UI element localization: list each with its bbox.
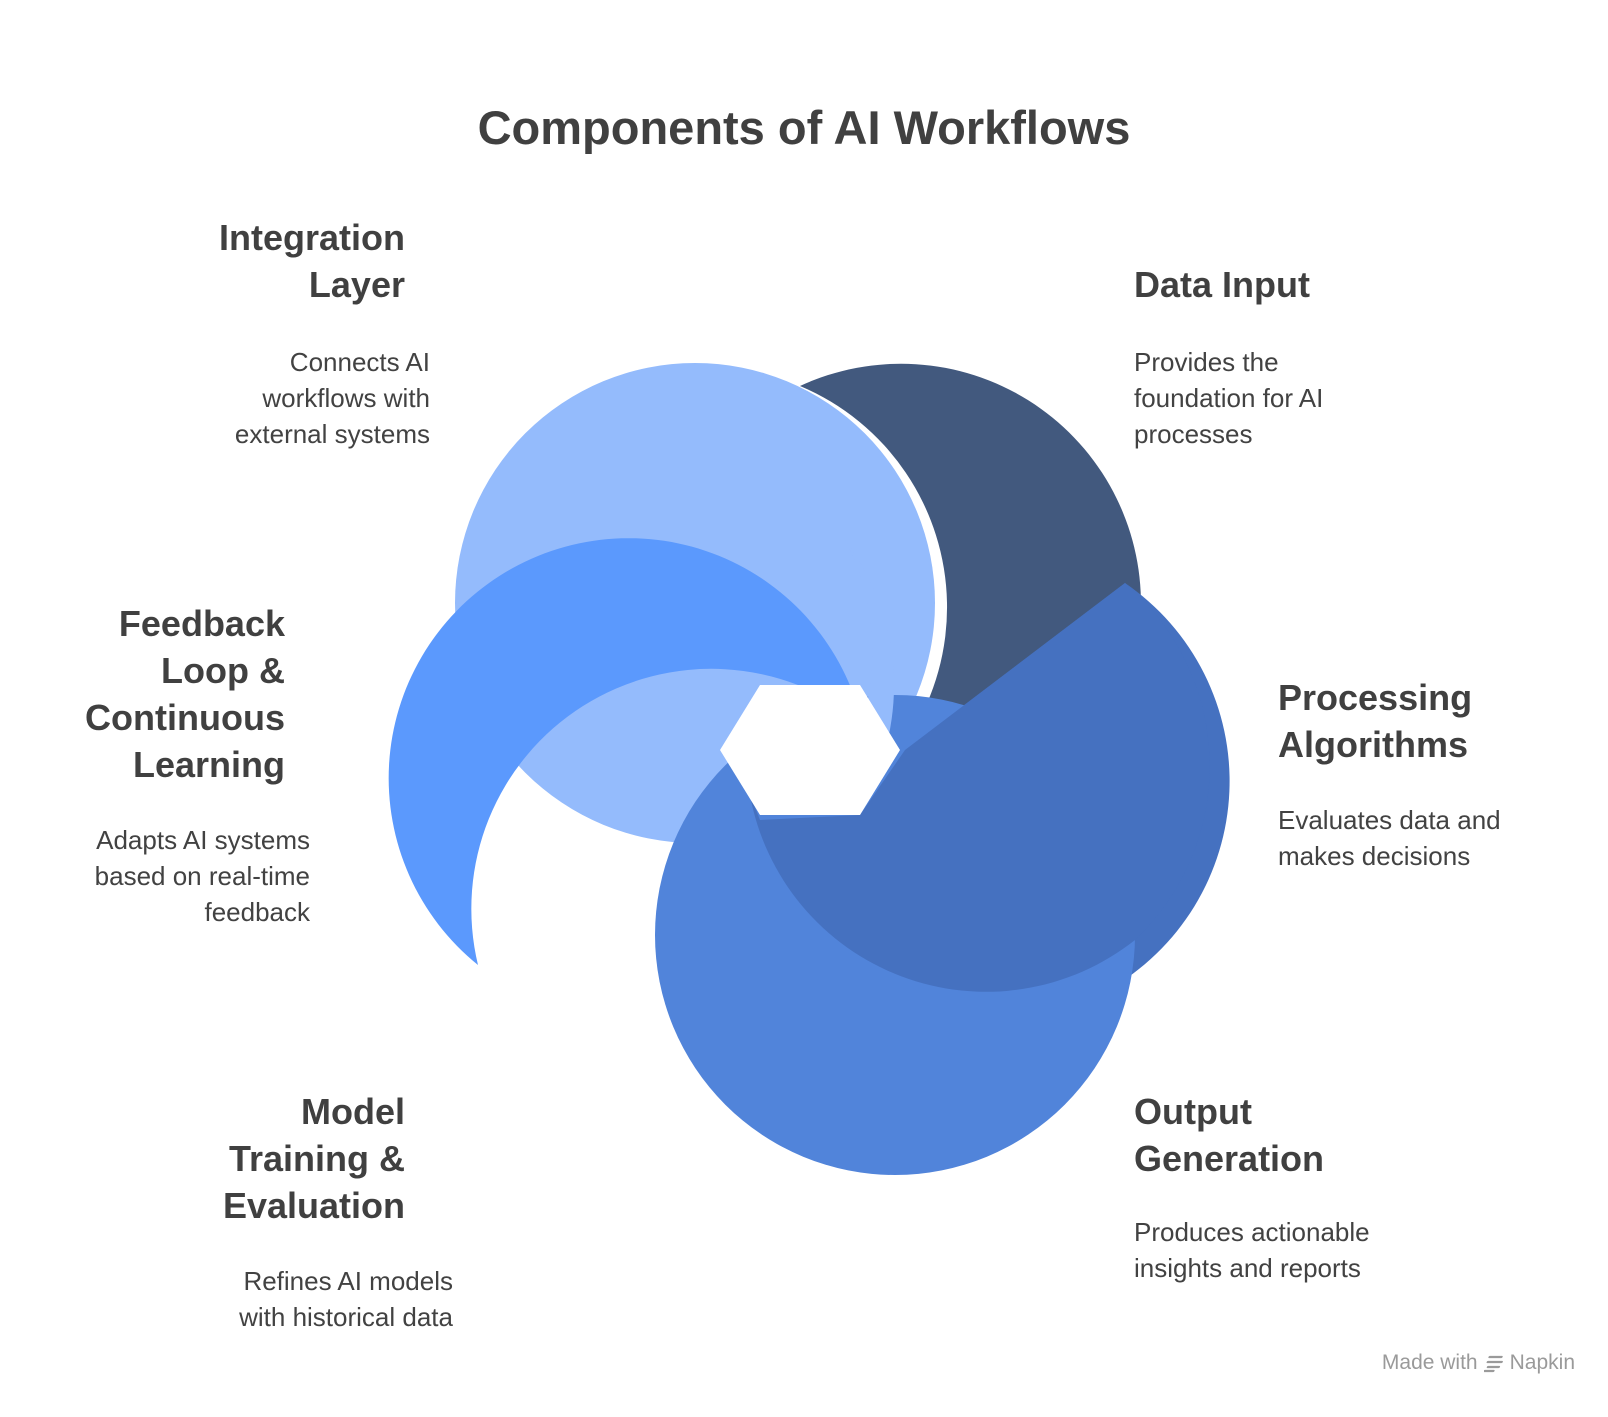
model-training-description: Refines AI models with historical data	[150, 1263, 453, 1335]
output-generation-block: Output Generation Produces actionable in…	[1134, 1088, 1464, 1286]
integration-desc-line: external systems	[234, 419, 430, 449]
data-input-description: Provides the foundation for AI processes	[1134, 344, 1384, 452]
model-heading-line: Model	[301, 1091, 405, 1132]
feedback-heading-line: Learning	[132, 744, 285, 785]
output-desc-line: Produces actionable	[1134, 1217, 1370, 1247]
processing-heading-line: Algorithms	[1278, 724, 1469, 765]
feedback-loop-description: Adapts AI systems based on real-time fee…	[40, 822, 310, 930]
petal-processing-overlap	[750, 583, 1210, 992]
napkin-watermark: Made with Napkin	[1382, 1351, 1575, 1375]
integration-layer-heading: Integration Layer	[150, 214, 405, 308]
processing-algorithms-description: Evaluates data and makes decisions	[1278, 802, 1578, 874]
processing-algorithms-block: Processing Algorithms Evaluates data and…	[1278, 674, 1578, 874]
feedback-loop-block: Feedback Loop & Continuous Learning Adap…	[40, 600, 310, 930]
data-input-desc-line: processes	[1134, 419, 1253, 449]
data-input-desc-line: Provides the	[1134, 347, 1279, 377]
feedback-heading-line: Continuous	[85, 697, 285, 738]
integration-heading-line: Integration	[219, 217, 405, 258]
integration-heading-line: Layer	[308, 264, 405, 305]
output-generation-heading: Output Generation	[1134, 1088, 1464, 1182]
napkin-logo-icon	[1483, 1355, 1503, 1373]
output-heading-line: Output	[1134, 1091, 1252, 1132]
processing-desc-line: Evaluates data and	[1278, 805, 1501, 835]
feedback-heading-line: Loop &	[161, 650, 285, 691]
model-desc-line: Refines AI models	[243, 1266, 453, 1296]
model-heading-line: Evaluation	[222, 1185, 405, 1226]
data-input-heading: Data Input	[1134, 261, 1464, 308]
processing-algorithms-heading: Processing Algorithms	[1278, 674, 1578, 768]
feedback-loop-heading: Feedback Loop & Continuous Learning	[40, 600, 285, 788]
output-heading-line: Generation	[1134, 1138, 1325, 1179]
model-desc-line: with historical data	[239, 1302, 453, 1332]
feedback-desc-line: feedback	[204, 897, 310, 927]
napkin-brand-name: Napkin	[1509, 1351, 1575, 1374]
data-input-block: Data Input Provides the foundation for A…	[1134, 261, 1464, 452]
diagram-title: Components of AI Workflows	[477, 101, 1131, 154]
integration-layer-description: Connects AI workflows with external syst…	[150, 344, 430, 452]
petal-integration-tip	[845, 540, 895, 790]
output-generation-description: Produces actionable insights and reports	[1134, 1214, 1464, 1286]
integration-desc-line: Connects AI	[289, 347, 430, 377]
made-with-text: Made with	[1381, 1351, 1478, 1374]
feedback-desc-line: based on real-time	[94, 861, 310, 891]
data-input-desc-line: foundation for AI	[1134, 383, 1324, 413]
data-input-heading-line: Data Input	[1134, 264, 1310, 305]
model-training-block: Model Training & Evaluation Refines AI m…	[150, 1088, 453, 1335]
model-heading-line: Training &	[228, 1138, 405, 1179]
processing-heading-line: Processing	[1278, 677, 1473, 718]
integration-desc-line: workflows with	[262, 383, 430, 413]
processing-desc-line: makes decisions	[1278, 841, 1471, 871]
output-desc-line: insights and reports	[1134, 1253, 1361, 1283]
feedback-desc-line: Adapts AI systems	[96, 825, 310, 855]
integration-layer-block: Integration Layer Connects AI workflows …	[150, 214, 430, 452]
model-training-heading: Model Training & Evaluation	[150, 1088, 405, 1229]
petal-feedback	[388, 538, 862, 965]
feedback-heading-line: Feedback	[118, 603, 285, 644]
